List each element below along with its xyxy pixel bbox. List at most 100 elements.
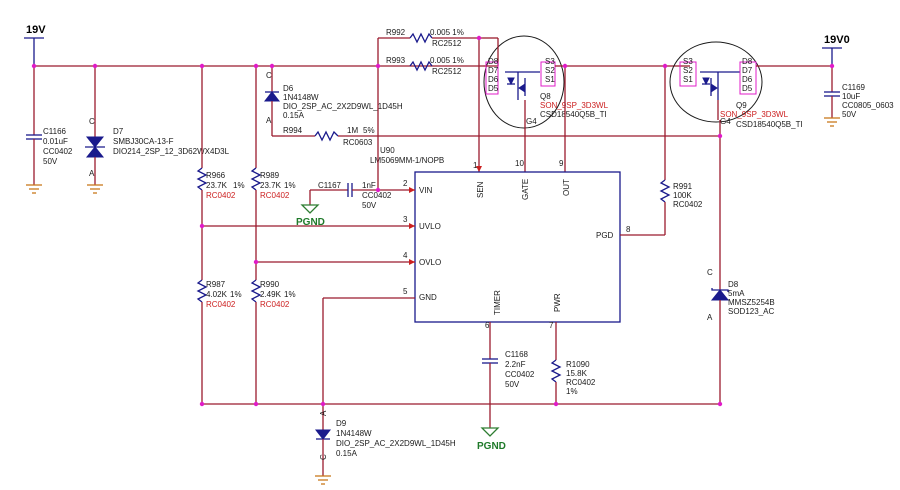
svg-text:S1: S1 <box>683 75 693 84</box>
rail-19v: 19V <box>24 24 46 66</box>
mosfet-q9: S3 S2 S1 D8 D7 D6 D5 G4 Q9 SON_9SP_3D3WL… <box>669 41 803 129</box>
svg-text:1%: 1% <box>230 290 242 299</box>
capacitor-c1169: C1169 10uF CC0805_0603 50V <box>824 66 894 127</box>
svg-text:U90: U90 <box>380 146 395 155</box>
svg-text:CSD18540Q5B_TI: CSD18540Q5B_TI <box>736 120 803 129</box>
svg-text:23.7K: 23.7K <box>260 181 282 190</box>
svg-text:C: C <box>707 268 713 277</box>
svg-text:CC0402: CC0402 <box>505 370 535 379</box>
svg-text:UVLO: UVLO <box>419 222 441 231</box>
ic-u90: U90 LM5069MM-1/NOPB VIN UVLO OVLO GND PG… <box>370 146 631 330</box>
svg-text:TIMER: TIMER <box>493 290 502 315</box>
svg-text:0.15A: 0.15A <box>336 449 358 458</box>
svg-text:10uF: 10uF <box>842 92 860 101</box>
svg-text:1N4148W: 1N4148W <box>336 429 372 438</box>
svg-text:GATE: GATE <box>521 179 530 200</box>
svg-text:PGD: PGD <box>596 231 614 240</box>
svg-text:OUT: OUT <box>562 179 571 196</box>
svg-text:A: A <box>319 410 328 416</box>
svg-text:C: C <box>266 71 272 80</box>
svg-text:R990: R990 <box>260 280 280 289</box>
svg-text:C: C <box>319 454 328 460</box>
svg-text:D5: D5 <box>488 84 499 93</box>
capacitor-c1168: PGND C1168 2.2nF CC0402 50V <box>477 322 535 452</box>
svg-text:SMBJ30CA-13-F: SMBJ30CA-13-F <box>113 137 174 146</box>
svg-text:R993: R993 <box>386 56 406 65</box>
svg-text:D7: D7 <box>488 66 499 75</box>
svg-text:CC0402: CC0402 <box>43 147 73 156</box>
svg-text:R991: R991 <box>673 182 693 191</box>
rail-19v0-label: 19V0 <box>824 34 850 46</box>
diode-d9: A C D9 1N4148W DIO_2SP_AC_2X2D9WL_1D45H … <box>314 404 456 485</box>
svg-text:C: C <box>89 117 95 126</box>
svg-text:0.005 1%: 0.005 1% <box>430 28 464 37</box>
svg-text:RC0402: RC0402 <box>566 378 596 387</box>
zener-d8: C A D8 5mA MMSZ5254B SOD123_AC <box>707 268 775 404</box>
svg-text:R1090: R1090 <box>566 360 590 369</box>
svg-text:S3: S3 <box>545 57 555 66</box>
svg-text:C1166: C1166 <box>43 127 67 136</box>
svg-text:DIO214_2SP_12_3D62WX4D3L: DIO214_2SP_12_3D62WX4D3L <box>113 147 230 156</box>
svg-text:A: A <box>266 116 272 125</box>
svg-text:RC2512: RC2512 <box>432 39 462 48</box>
tvs-diode-d7: C A D7 SMBJ30CA-13-F DIO214_2SP_12_3D62W… <box>85 66 230 194</box>
svg-text:D6: D6 <box>742 75 753 84</box>
resistor-r992: R992 0.005 1% RC2512 <box>377 28 483 66</box>
capacitor-c1166: C1166 0.01uF CC0402 50V <box>26 66 73 194</box>
svg-text:Q8: Q8 <box>540 92 551 101</box>
diode-d6: C A D6 1N4148W DIO_2SP_AC_2X2D9WL_1D45H … <box>263 66 403 137</box>
mosfet-q8: D8 D7 D6 D5 S3 S2 S1 G4 Q8 SON_9SP_3D3WL… <box>483 35 609 129</box>
svg-text:C1169: C1169 <box>842 83 866 92</box>
svg-text:0.15A: 0.15A <box>283 111 305 120</box>
svg-text:Q9: Q9 <box>736 101 747 110</box>
svg-text:7: 7 <box>549 321 554 330</box>
svg-text:8: 8 <box>626 225 631 234</box>
svg-text:10: 10 <box>515 159 524 168</box>
svg-text:1%: 1% <box>233 181 245 190</box>
svg-text:9: 9 <box>559 159 564 168</box>
svg-text:1M: 1M <box>347 126 358 135</box>
junction-dots <box>31 35 835 407</box>
svg-text:D8: D8 <box>742 57 753 66</box>
svg-text:D9: D9 <box>336 419 347 428</box>
svg-text:6: 6 <box>485 321 490 330</box>
svg-text:15.8K: 15.8K <box>566 369 588 378</box>
svg-text:DIO_2SP_AC_2X2D9WL_1D45H: DIO_2SP_AC_2X2D9WL_1D45H <box>283 102 403 111</box>
svg-text:1%: 1% <box>284 290 296 299</box>
capacitor-c1167: PGND C1167 1nF CC0402 50V <box>296 66 415 228</box>
svg-text:0.005 1%: 0.005 1% <box>430 56 464 65</box>
svg-text:DIO_2SP_AC_2X2D9WL_1D45H: DIO_2SP_AC_2X2D9WL_1D45H <box>336 439 456 448</box>
svg-text:23.7K: 23.7K <box>206 181 228 190</box>
svg-text:PGND: PGND <box>477 441 506 452</box>
rail-19v0: 19V0 <box>822 34 850 66</box>
svg-text:1N4148W: 1N4148W <box>283 93 319 102</box>
resistor-r994: R994 1M 5% RC0603 <box>283 126 720 147</box>
resistor-r990: R990 2.49K 1% RC0402 <box>250 262 296 404</box>
svg-text:1nF: 1nF <box>362 181 376 190</box>
resistor-r991: R991 100K RC0402 <box>620 66 703 236</box>
svg-text:1%: 1% <box>284 181 296 190</box>
svg-text:RC0603: RC0603 <box>343 138 373 147</box>
svg-text:2.2nF: 2.2nF <box>505 360 526 369</box>
svg-text:CC0805_0603: CC0805_0603 <box>842 101 894 110</box>
svg-text:D8: D8 <box>488 57 499 66</box>
svg-text:SON_9SP_3D3WL: SON_9SP_3D3WL <box>540 101 609 110</box>
svg-text:50V: 50V <box>362 201 377 210</box>
resistor-r1090: R1090 15.8K RC0402 1% <box>550 322 596 404</box>
svg-text:LM5069MM-1/NOPB: LM5069MM-1/NOPB <box>370 156 444 165</box>
svg-text:S2: S2 <box>545 66 555 75</box>
svg-text:CSD18540Q5B_TI: CSD18540Q5B_TI <box>540 110 607 119</box>
svg-text:5%: 5% <box>363 126 375 135</box>
svg-text:RC0402: RC0402 <box>260 300 290 309</box>
svg-text:D8: D8 <box>728 280 739 289</box>
svg-text:A: A <box>89 169 95 178</box>
resistor-r993: R993 0.005 1% RC2512 <box>386 56 464 76</box>
rail-19v-label: 19V <box>26 24 46 36</box>
svg-text:A: A <box>707 313 713 322</box>
svg-text:OVLO: OVLO <box>419 258 441 267</box>
svg-text:S2: S2 <box>683 66 693 75</box>
svg-text:4.02K: 4.02K <box>206 290 228 299</box>
svg-text:SOD123_AC: SOD123_AC <box>728 307 774 316</box>
svg-text:D6: D6 <box>488 75 499 84</box>
